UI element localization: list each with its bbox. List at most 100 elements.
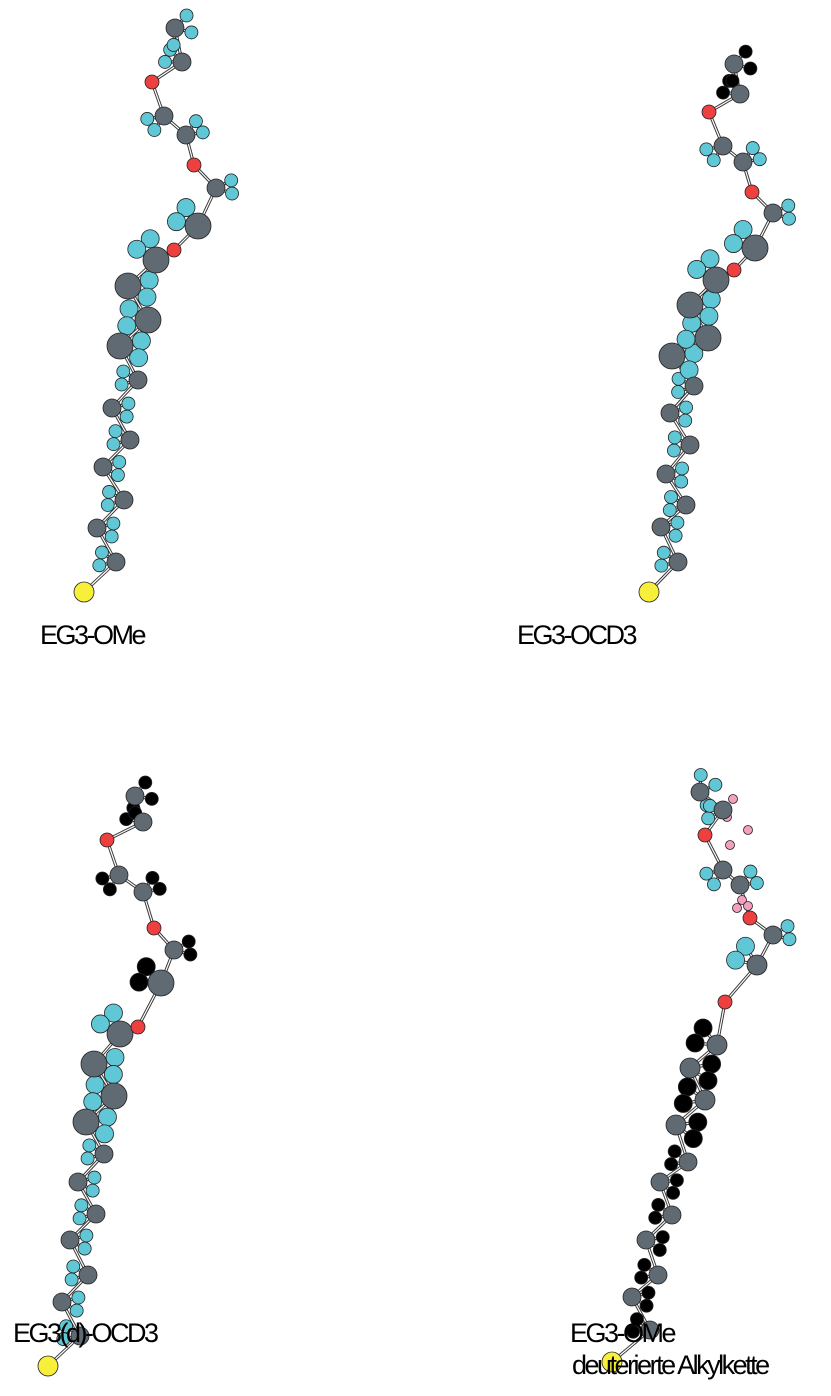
panel1-hydrogen-atom [114,377,129,392]
panel1-carbon-atom [114,490,134,510]
panel4-deuterium-atom [670,1173,684,1188]
panel1-carbon-atom [87,518,107,538]
panel3-hydrogen-atom [87,1170,102,1185]
panel1-hydrogen-atom [111,468,125,483]
panel4-carbon-atom [678,1152,698,1172]
panel3-hydrogen-atom [83,1092,103,1112]
panel3-deuterium-atom [152,881,167,896]
panel4-deuterium-atom [652,1243,667,1257]
panel4-carbon-atom [665,1114,687,1136]
panel4-deuterium-atom [634,1270,649,1285]
panel1-hydrogen-atom [119,299,139,319]
panel2-carbon-atom [694,324,722,352]
panel2-hydrogen-atom [745,141,760,155]
panel3-carbon-atom [70,1326,90,1346]
panel3-hydrogen-atom [98,1107,117,1127]
panel4-deuterium-atom [693,1018,713,1038]
panel3-oxygen-atom [99,832,115,848]
panel2-deuterium-atom [725,74,740,88]
panel4-pink-atom [743,825,753,835]
panel1-hydrogen-atom [176,198,196,217]
panel4-hydrogen-atom [782,932,797,947]
panel2-deuterium-atom [738,44,753,59]
panel3-carbon-atom [68,1172,88,1192]
panel4-carbon-atom [640,1320,660,1340]
panel2-carbon-atom [680,435,700,455]
panel2-carbon-atom [651,517,671,537]
panel2-hydrogen-atom [700,249,720,269]
panel3-carbon-atom [133,882,153,902]
panel2-hydrogen-atom [678,413,693,428]
panel1-hydrogen-atom [189,114,203,129]
panel1-hydrogen-atom [147,123,162,137]
panel1-hydrogen-atom [102,485,116,499]
panel2-carbon-atom [702,266,730,294]
panel3-carbon-atom [106,1020,134,1048]
panel3-carbon-atom [80,1050,108,1078]
panel1-carbon-atom [172,52,192,72]
panel1-carbon-atom [106,552,126,572]
panel2-carbon-atom [658,342,686,370]
panel2-hydrogen-atom [699,306,719,326]
panel2-hydrogen-atom [699,142,714,157]
panel2-oxygen-atom [744,184,760,200]
panel1-carbon-atom [93,457,113,477]
panel4-carbon-atom [690,782,710,802]
panel1-carbon-atom [120,430,140,450]
panel3-hydrogen-atom [85,1075,105,1095]
panel1-hydrogen-atom [106,516,121,531]
panel-label-eg3-ome-deuterated: EG3-OMe [570,1318,677,1348]
panel3-hydrogen-atom [56,1332,71,1346]
panel2-carbon-atom [763,203,783,223]
panel4-pink-atom [732,903,742,913]
panel4-pink-atom [737,895,747,905]
panel3-deuterium-atom [144,791,159,806]
panel1-hydrogen-atom [158,55,172,69]
panel2-hydrogen-atom [674,474,689,489]
panel3-carbon-atom [147,969,175,997]
panel3-hydrogen-atom [74,1198,89,1213]
panel2-hydrogen-atom [733,220,753,239]
panel2-carbon-atom [730,84,750,104]
panel1-hydrogen-atom [127,239,147,259]
panel4-carbon-atom [713,800,733,820]
panel3-carbon-atom [125,786,145,806]
panel1-hydrogen-atom [129,348,149,368]
panel4-carbon-atom [746,954,768,976]
panel3-hydrogen-atom [64,1272,79,1287]
panel1-hydrogen-atom [119,409,134,424]
panel1-hydrogen-atom [100,498,115,512]
panel1-oxygen-atom [166,242,182,258]
panel3-deuterium-atom [136,957,156,977]
panel2-carbon-atom [684,376,704,396]
panel1-hydrogen-atom [195,125,210,140]
panel1-carbon-atom [165,18,185,38]
panel1-hydrogen-atom [225,186,239,201]
panel1-hydrogen-atom [117,316,137,336]
panel4-hydrogen-atom [749,876,764,890]
panel1-hydrogen-atom [95,545,109,560]
panel1-hydrogen-atom [108,424,123,439]
panel-label-eg3-ome: EG3-OMe [40,620,147,650]
panel4-sulfur-atom [601,1351,623,1373]
panel3-sulfur-atom [37,1355,59,1377]
panel3-deuterium-atom [183,947,198,962]
panel3-deuterium-atom [145,870,160,885]
panel4-carbon-atom [648,1265,668,1285]
panel2-carbon-atom [676,495,696,515]
panel3-carbon-atom [133,812,153,832]
panel1-hydrogen-atom [166,38,181,52]
panel4-deuterium-atom [651,1198,666,1212]
panel2-hydrogen-atom [662,503,677,517]
panel4-hydrogen-atom [780,919,795,934]
panel3-hydrogen-atom [69,1303,84,1318]
panel3-hydrogen-atom [80,1151,95,1166]
panel3-hydrogen-atom [66,1259,81,1274]
panel3-deuterium-atom [95,871,110,886]
panel4-carbon-atom [636,1230,656,1250]
panel3-carbon-atom [86,1204,106,1224]
panel2-hydrogen-atom [724,234,743,253]
panel2-hydrogen-atom [752,152,767,167]
panel3-oxygen-atom [146,920,162,936]
